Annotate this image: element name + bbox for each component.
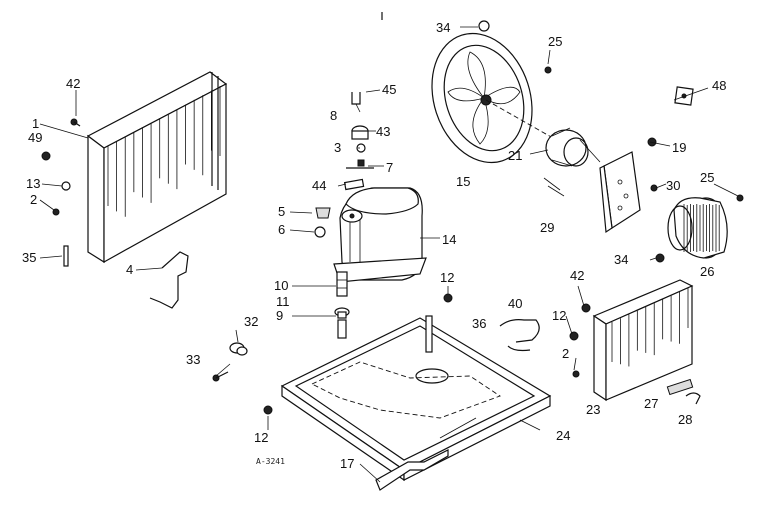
fan-shroud: [431, 32, 561, 164]
callout-12-bottom: 12: [254, 430, 268, 445]
callout-32: 32: [244, 314, 258, 329]
callout-15: 15: [456, 174, 470, 189]
callout-21: 21: [508, 148, 522, 163]
callout-12-right: 12: [552, 308, 566, 323]
callout-30: 30: [666, 178, 680, 193]
compressor: [333, 187, 427, 283]
screw-part: [212, 371, 229, 382]
callout-27: 27: [644, 396, 658, 411]
callout-4: 4: [126, 262, 133, 277]
drawing-number: A-3241: [256, 457, 285, 466]
base-rail: [375, 449, 449, 491]
callout-10: 10: [274, 278, 288, 293]
callout-13: 13: [26, 176, 40, 191]
callout-28: 28: [678, 412, 692, 427]
callout-14: 14: [442, 232, 456, 247]
leader-lines: [39, 26, 739, 483]
bracket-part: [149, 251, 189, 309]
tubing-part: [499, 319, 540, 343]
callout-9: 9: [276, 308, 283, 323]
callout-36: 36: [472, 316, 486, 331]
motor-mount: [599, 151, 641, 234]
callout-7: 7: [386, 160, 393, 175]
fan-motor: [543, 127, 601, 197]
evaporator-coil: [592, 279, 694, 402]
callout-23: 23: [586, 402, 600, 417]
callout-25-right: 25: [700, 170, 714, 185]
callout-35: 35: [22, 250, 36, 265]
callout-34-top: 34: [436, 20, 450, 35]
callout-17: 17: [340, 456, 354, 471]
callout-42-right: 42: [570, 268, 584, 283]
blower-wheel: [667, 197, 728, 259]
hardware-parts: [41, 12, 744, 415]
clamp-part: [229, 342, 248, 356]
callout-45: 45: [382, 82, 396, 97]
callout-48: 48: [712, 78, 726, 93]
callout-24: 24: [556, 428, 570, 443]
overload-relay-parts: [314, 92, 374, 339]
heater-part: [666, 378, 701, 405]
callout-40: 40: [508, 296, 522, 311]
callout-33: 33: [186, 352, 200, 367]
callout-19: 19: [672, 140, 686, 155]
callout-12-center: 12: [440, 270, 454, 285]
callout-34-right: 34: [614, 252, 628, 267]
condenser-coil: [86, 71, 228, 264]
base-pan: [280, 315, 552, 482]
callout-26: 26: [700, 264, 714, 279]
callout-1: 1: [32, 116, 39, 131]
callout-3: 3: [334, 140, 341, 155]
callout-2-left: 2: [30, 192, 37, 207]
callout-11: 11: [276, 294, 290, 309]
callout-43: 43: [376, 124, 390, 139]
callout-5: 5: [278, 204, 285, 219]
callout-49: 49: [28, 130, 42, 145]
callout-25-top: 25: [548, 34, 562, 49]
callout-8: 8: [330, 108, 337, 123]
callout-labels: 42 1 49 13 2 35 4 8 45 43 3 7 44 5 6 14 …: [22, 20, 726, 471]
callout-6: 6: [278, 222, 285, 237]
callout-2-right: 2: [562, 346, 569, 361]
callout-42-left: 42: [66, 76, 80, 91]
callout-44: 44: [312, 178, 326, 193]
callout-29: 29: [540, 220, 554, 235]
